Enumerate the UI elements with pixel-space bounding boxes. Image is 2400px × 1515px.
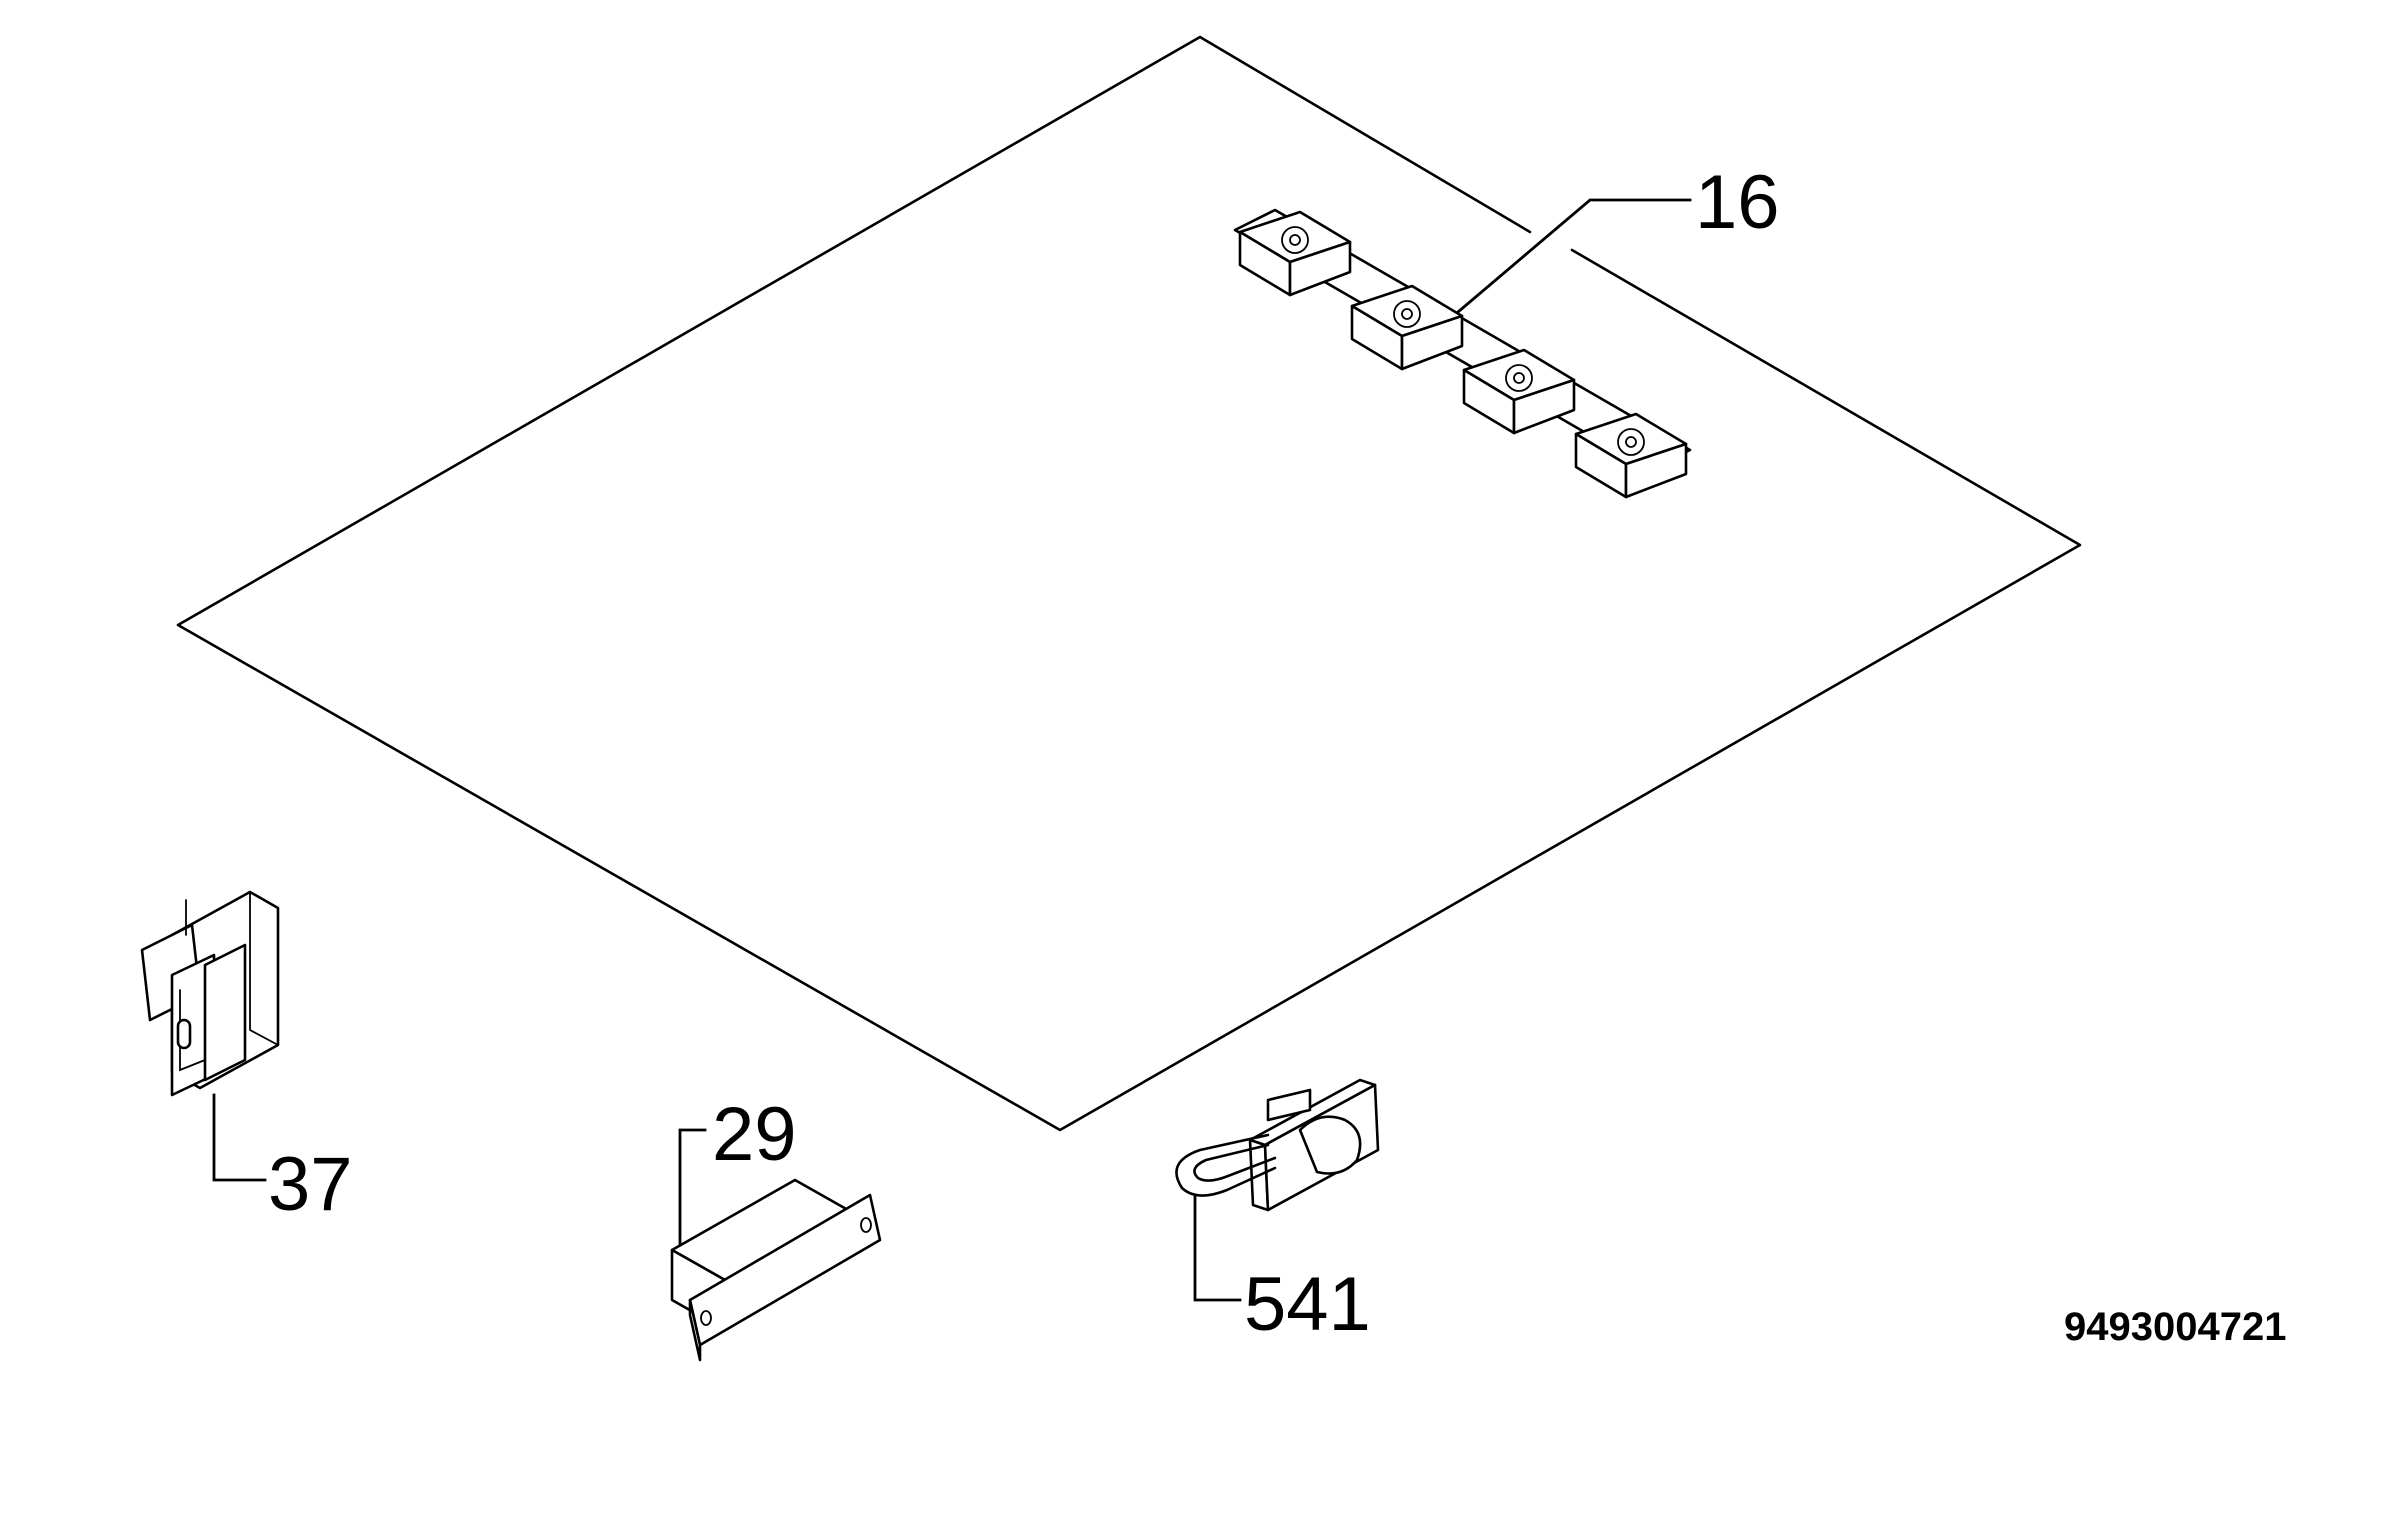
callout-16: 16 — [1695, 160, 1780, 245]
callout-541: 541 — [1244, 1262, 1371, 1347]
leader-line-541 — [1193, 1193, 1242, 1302]
hinge-strip-part — [1233, 208, 1692, 499]
magnet-catch-part — [670, 1178, 882, 1362]
document-number: 9493004721 — [2064, 1305, 2286, 1349]
panel-outline — [176, 35, 2082, 1132]
leader-line-29 — [678, 1128, 707, 1247]
callout-29: 29 — [712, 1092, 797, 1177]
clip-bracket-part — [140, 890, 280, 1097]
callout-37: 37 — [268, 1142, 353, 1227]
latch-hook-part — [1175, 1078, 1380, 1212]
leader-line-16 — [1456, 198, 1692, 314]
leader-line-37 — [212, 1093, 267, 1182]
